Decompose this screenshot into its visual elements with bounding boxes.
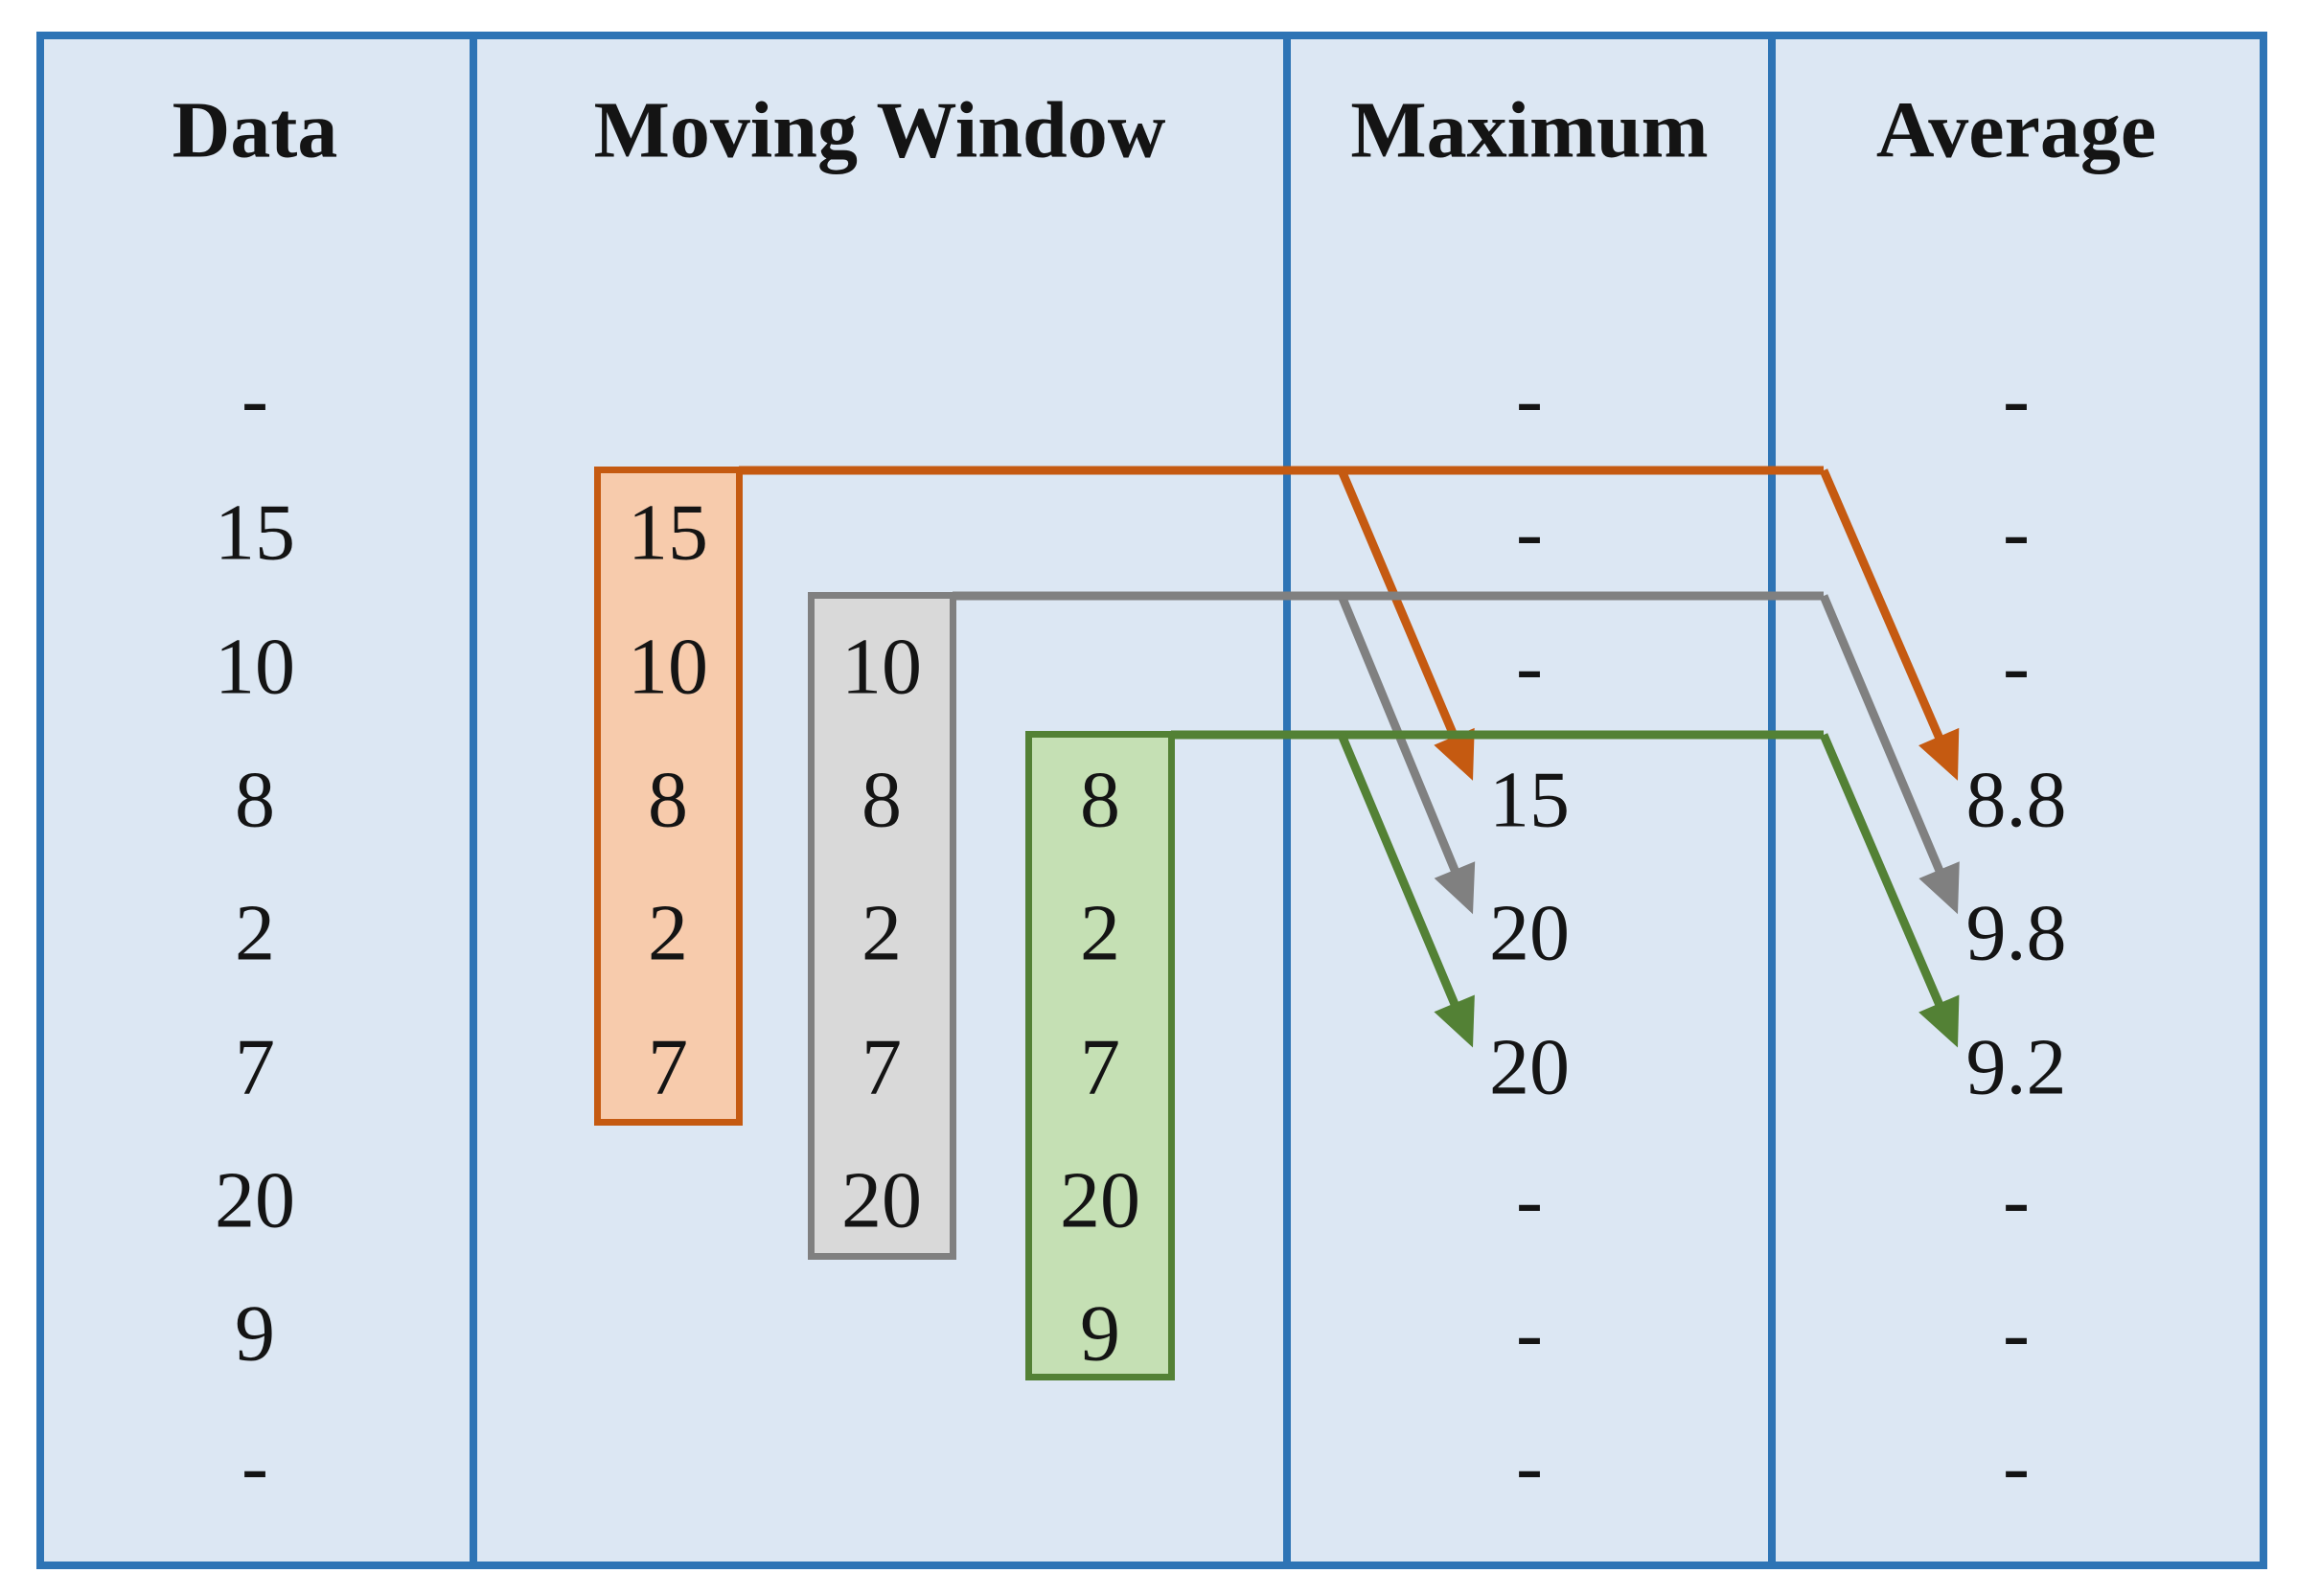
- window-3-value-1: 8: [1080, 755, 1120, 845]
- average-cell-row-3: -: [2003, 622, 2030, 712]
- window-3-box: [1025, 731, 1175, 1380]
- average-cell-row-1: -: [2003, 354, 2030, 445]
- maximum-cell-row-5: 20: [1489, 888, 1570, 978]
- average-cell-row-9: -: [2003, 1422, 2030, 1512]
- column-divider-movingwindow-maximum: [1283, 39, 1291, 1562]
- data-cell-row-8: 9: [235, 1288, 275, 1379]
- column-divider-data-movingwindow: [470, 39, 477, 1562]
- average-cell-row-8: -: [2003, 1288, 2030, 1379]
- column-header-data: Data: [172, 85, 338, 175]
- window-2-value-1: 10: [841, 622, 922, 712]
- data-cell-row-1: -: [241, 354, 268, 445]
- data-cell-row-5: 2: [235, 888, 275, 978]
- window-1-value-3: 8: [648, 755, 688, 845]
- data-cell-row-2: 15: [215, 488, 295, 578]
- data-cell-row-4: 8: [235, 755, 275, 845]
- maximum-cell-row-1: -: [1516, 354, 1543, 445]
- column-header-moving-window: Moving Window: [593, 85, 1166, 175]
- average-cell-row-2: -: [2003, 488, 2030, 578]
- window-2-value-2: 8: [861, 755, 902, 845]
- window-3-value-4: 20: [1060, 1155, 1140, 1245]
- data-cell-row-7: 20: [215, 1155, 295, 1245]
- window-1-box: [594, 467, 743, 1126]
- window-2-box: [808, 592, 956, 1260]
- average-cell-row-5: 9.8: [1965, 888, 2067, 978]
- maximum-cell-row-7: -: [1516, 1155, 1543, 1245]
- window-1-value-2: 10: [628, 622, 708, 712]
- column-header-average: Average: [1875, 85, 2157, 175]
- average-cell-row-6: 9.2: [1965, 1022, 2067, 1111]
- window-3-value-5: 9: [1080, 1288, 1120, 1379]
- average-cell-row-4: 8.8: [1965, 755, 2067, 845]
- window-3-value-2: 2: [1080, 888, 1120, 978]
- window-1-value-1: 15: [628, 488, 708, 578]
- maximum-cell-row-6: 20: [1489, 1022, 1570, 1111]
- maximum-cell-row-8: -: [1516, 1288, 1543, 1379]
- window-2-value-5: 20: [841, 1155, 922, 1245]
- data-cell-row-6: 7: [235, 1022, 275, 1111]
- window-3-value-3: 7: [1080, 1022, 1120, 1111]
- column-divider-maximum-average: [1768, 39, 1776, 1562]
- maximum-cell-row-4: 15: [1489, 755, 1570, 845]
- average-cell-row-7: -: [2003, 1155, 2030, 1245]
- window-2-value-4: 7: [861, 1022, 902, 1111]
- maximum-cell-row-9: -: [1516, 1422, 1543, 1512]
- data-cell-row-3: 10: [215, 622, 295, 712]
- window-1-value-5: 7: [648, 1022, 688, 1111]
- maximum-cell-row-2: -: [1516, 488, 1543, 578]
- data-cell-row-9: -: [241, 1422, 268, 1512]
- window-1-value-4: 2: [648, 888, 688, 978]
- window-2-value-3: 2: [861, 888, 902, 978]
- maximum-cell-row-3: -: [1516, 622, 1543, 712]
- column-header-maximum: Maximum: [1350, 85, 1709, 175]
